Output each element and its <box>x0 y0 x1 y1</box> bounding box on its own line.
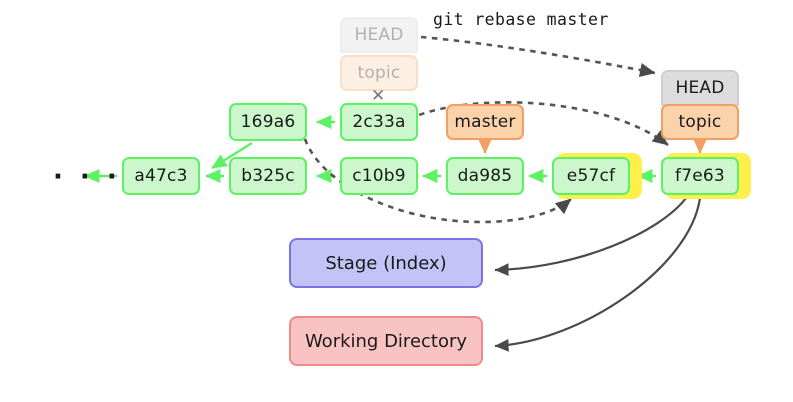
zone-working-directory[interactable]: Working Directory <box>289 316 483 366</box>
ref-pointer-arrows <box>478 138 707 154</box>
worktree-arrows <box>494 197 702 352</box>
command-label: git rebase master <box>433 10 609 29</box>
ref-topic-new[interactable]: topic <box>661 104 739 140</box>
commit-node-c10b9[interactable]: c10b9 <box>340 157 418 195</box>
commit-node-b325c[interactable]: b325c <box>229 157 307 195</box>
detached-x-icon: ✕ <box>371 86 386 106</box>
ref-master[interactable]: master <box>446 104 524 140</box>
commit-node-e57cf[interactable]: e57cf <box>552 157 630 195</box>
commit-node-da985[interactable]: da985 <box>446 157 524 195</box>
history-ellipsis: · · · <box>53 162 121 192</box>
zone-stage-index[interactable]: Stage (Index) <box>289 238 483 288</box>
ref-topic-old: topic <box>340 55 418 91</box>
commit-node-2c33a[interactable]: 2c33a <box>340 103 418 141</box>
commit-node-169a6[interactable]: 169a6 <box>229 103 307 141</box>
ref-head-old: HEAD <box>340 17 418 53</box>
ref-head-new[interactable]: HEAD <box>661 70 739 106</box>
commit-node-a47c3[interactable]: a47c3 <box>122 157 200 195</box>
commit-node-f7e63[interactable]: f7e63 <box>661 157 739 195</box>
